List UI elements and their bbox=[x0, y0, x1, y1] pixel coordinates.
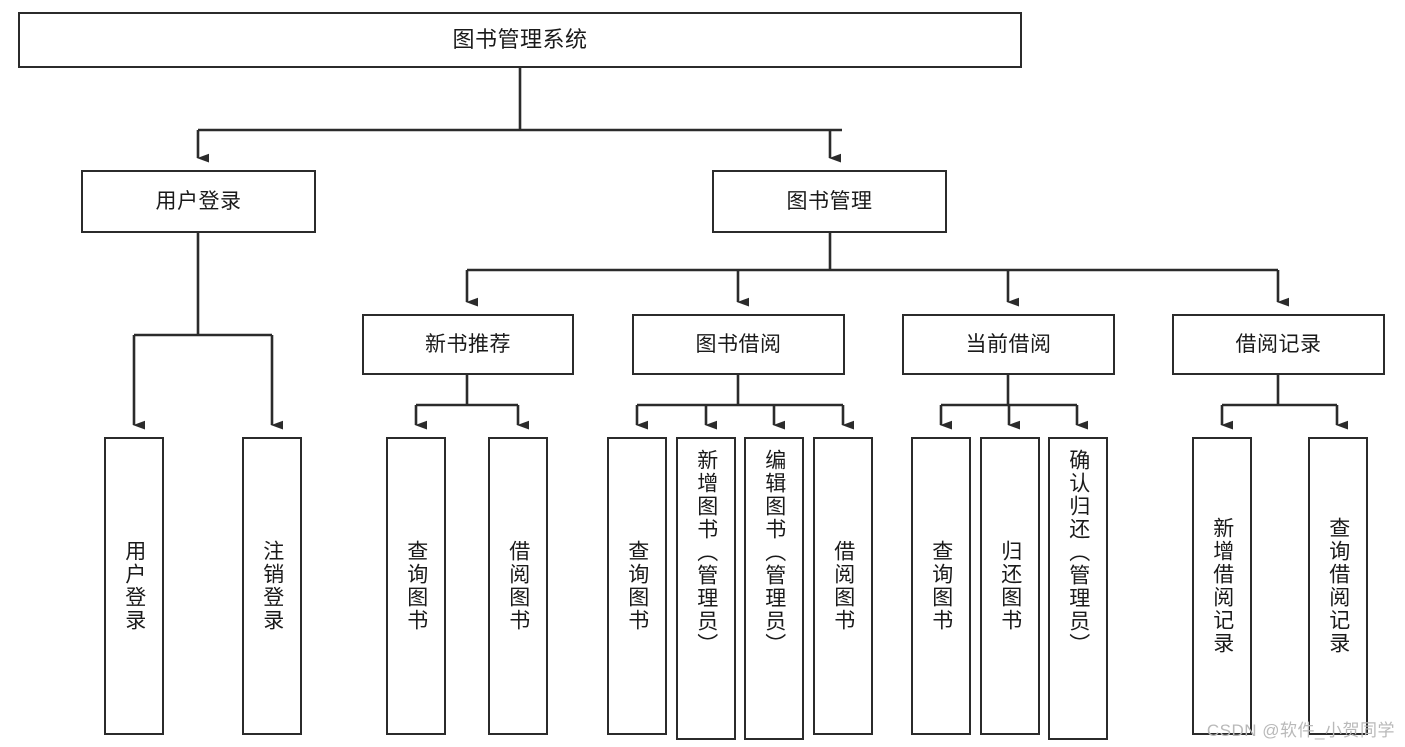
node-current-borrow[interactable]: 当前借阅 bbox=[902, 314, 1115, 375]
csdn-watermark: CSDN @软件_小贺同学 bbox=[1206, 721, 1395, 740]
connector-new-book-to-leaves bbox=[414, 375, 529, 430]
leaf-query-book-current[interactable]: 查询图书 bbox=[911, 437, 971, 735]
node-label: 用户登录 bbox=[122, 540, 146, 632]
node-label: 注销登录 bbox=[260, 540, 284, 632]
node-label: 查询图书 bbox=[404, 540, 428, 632]
node-label: 借阅图书 bbox=[831, 540, 855, 632]
leaf-logout[interactable]: 注销登录 bbox=[242, 437, 302, 735]
leaf-query-borrow-record[interactable]: 查询借阅记录 bbox=[1308, 437, 1368, 735]
leaf-query-book-new-recommend[interactable]: 查询图书 bbox=[386, 437, 446, 735]
node-label: 归还图书 bbox=[998, 540, 1022, 632]
node-label: 借阅图书 bbox=[506, 540, 530, 632]
leaf-query-book-borrow[interactable]: 查询图书 bbox=[607, 437, 667, 735]
connector-borrow-record-to-leaves bbox=[1220, 375, 1348, 430]
leaf-edit-book-admin[interactable]: 编辑图书（管理员） bbox=[744, 437, 804, 740]
leaf-borrow-book-borrow[interactable]: 借阅图书 bbox=[813, 437, 873, 735]
connector-user-login-to-leaves bbox=[132, 233, 283, 430]
node-label: 新增借阅记录 bbox=[1210, 517, 1234, 655]
node-label: 查询借阅记录 bbox=[1326, 517, 1350, 655]
node-label: 借阅记录 bbox=[1235, 332, 1322, 356]
node-label: 图书管理系统 bbox=[452, 26, 588, 52]
leaf-confirm-return-admin[interactable]: 确认归还（管理员） bbox=[1048, 437, 1108, 740]
connector-root-to-level2 bbox=[196, 68, 842, 163]
node-new-book-recommend[interactable]: 新书推荐 bbox=[362, 314, 574, 375]
node-root-book-management-system[interactable]: 图书管理系统 bbox=[18, 12, 1022, 68]
node-label: 图书管理 bbox=[786, 189, 873, 213]
leaf-add-book-admin[interactable]: 新增图书（管理员） bbox=[676, 437, 736, 740]
leaf-add-borrow-record[interactable]: 新增借阅记录 bbox=[1192, 437, 1252, 735]
node-label: 编辑图书（管理员） bbox=[762, 449, 786, 656]
node-label: 当前借阅 bbox=[965, 332, 1052, 356]
node-label: 新增图书（管理员） bbox=[694, 449, 718, 656]
node-label: 确认归还（管理员） bbox=[1066, 449, 1090, 656]
node-label: 新书推荐 bbox=[425, 332, 511, 356]
node-label: 查询图书 bbox=[929, 540, 953, 632]
node-borrow-record[interactable]: 借阅记录 bbox=[1172, 314, 1385, 375]
node-label: 图书借阅 bbox=[695, 332, 782, 356]
leaf-borrow-book-new-recommend[interactable]: 借阅图书 bbox=[488, 437, 548, 735]
node-label: 用户登录 bbox=[155, 189, 242, 213]
leaf-user-login[interactable]: 用户登录 bbox=[104, 437, 164, 735]
connector-book-borrow-to-leaves bbox=[635, 375, 854, 430]
node-label: 查询图书 bbox=[625, 540, 649, 632]
connector-book-manage-to-level3 bbox=[465, 233, 1289, 307]
connector-current-borrow-to-leaves bbox=[939, 375, 1088, 430]
leaf-return-book[interactable]: 归还图书 bbox=[980, 437, 1040, 735]
node-book-borrow[interactable]: 图书借阅 bbox=[632, 314, 845, 375]
node-user-login[interactable]: 用户登录 bbox=[81, 170, 316, 233]
node-book-management[interactable]: 图书管理 bbox=[712, 170, 947, 233]
